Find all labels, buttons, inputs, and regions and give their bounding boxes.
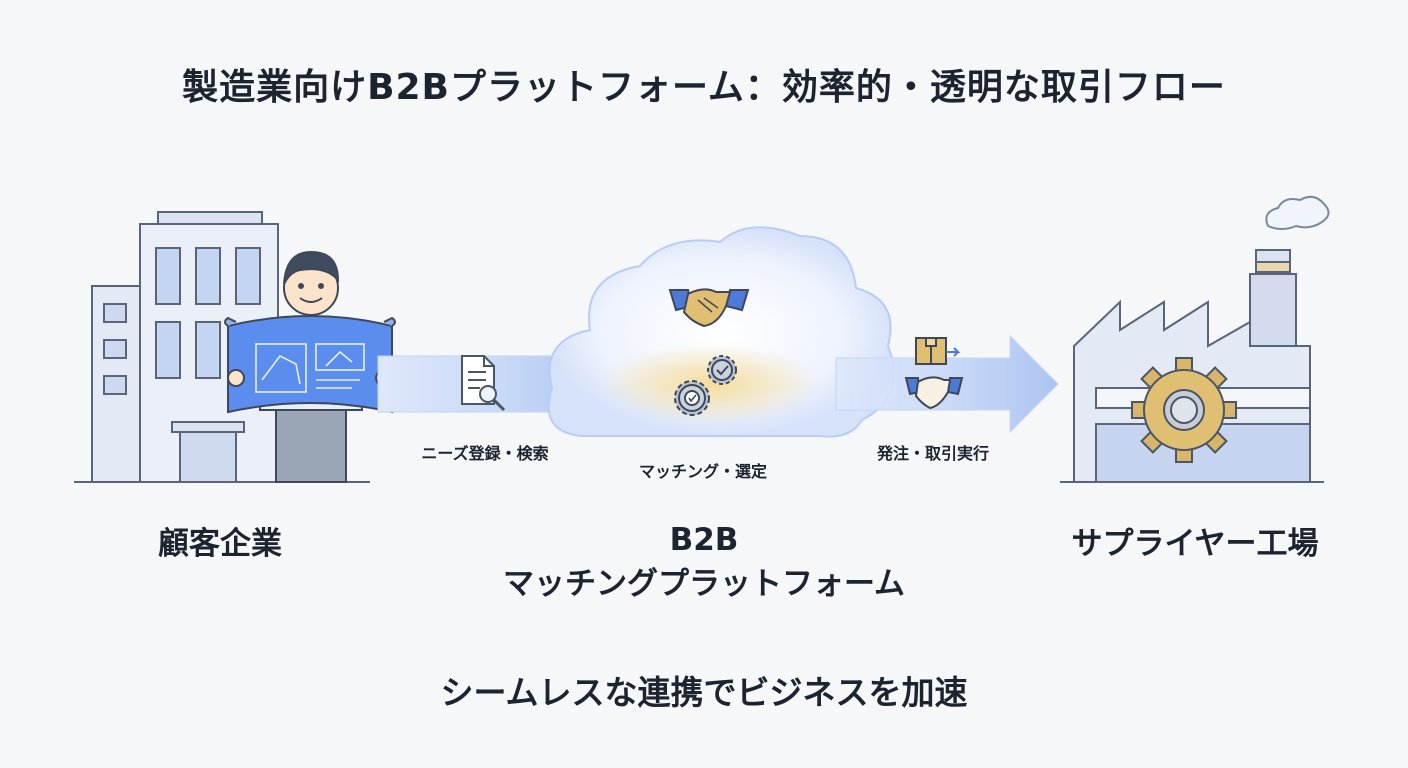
step-label-order: 発注・取引実行 [876,444,989,463]
node-label-platform-line2: マッチングプラットフォーム [502,566,906,602]
document-search-icon [461,355,506,412]
handshake-icon [668,288,750,328]
smoke-icon [1265,195,1330,230]
page-title: 製造業向けB2Bプラットフォーム：効率的・透明な取引フロー [182,67,1226,108]
handshake-small-icon [904,376,964,410]
platform-cloud [547,226,896,438]
gears-check-icon [674,355,737,416]
node-label-platform: B2B マッチングプラットフォーム [430,518,978,606]
gear-icon [1131,357,1237,463]
node-label-platform-line1: B2B [669,522,739,558]
person-with-blueprint-icon [224,250,396,483]
node-label-customer: 顧客企業 [158,526,282,562]
step-label-matching: マッチング・選定 [638,462,767,481]
package-icon [915,337,961,365]
node-label-supplier: サプライヤー工場 [1071,526,1319,562]
footer-tagline: シームレスな連携でビジネスを加速 [440,673,968,712]
step-label-needs-search: ニーズ登録・検索 [421,444,549,463]
